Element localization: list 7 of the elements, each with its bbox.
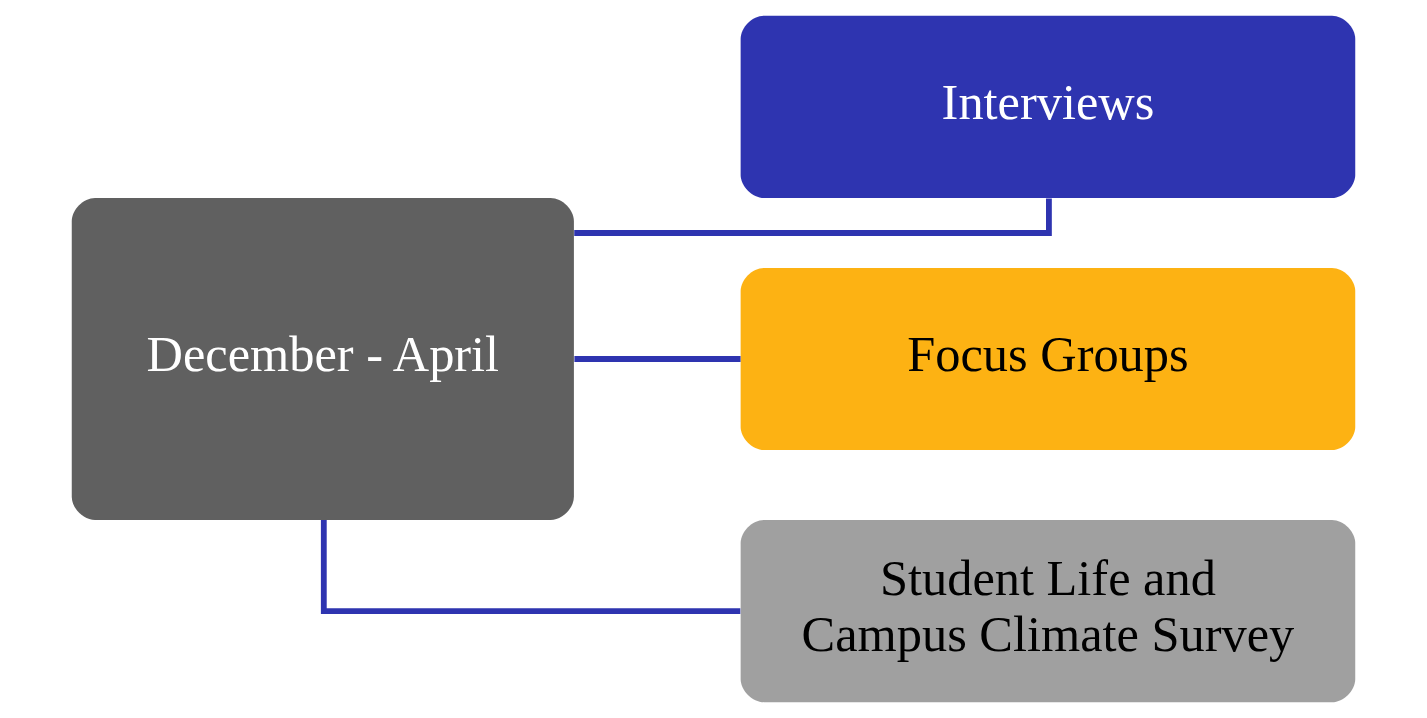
connector <box>574 198 1052 236</box>
node-box: December - April <box>71 198 574 520</box>
connector <box>574 356 741 362</box>
node-box: Interviews <box>740 15 1356 199</box>
connector <box>320 520 741 614</box>
node-box: Student Life and Campus Climate Survey <box>740 519 1356 703</box>
node-box: Focus Groups <box>740 267 1356 451</box>
